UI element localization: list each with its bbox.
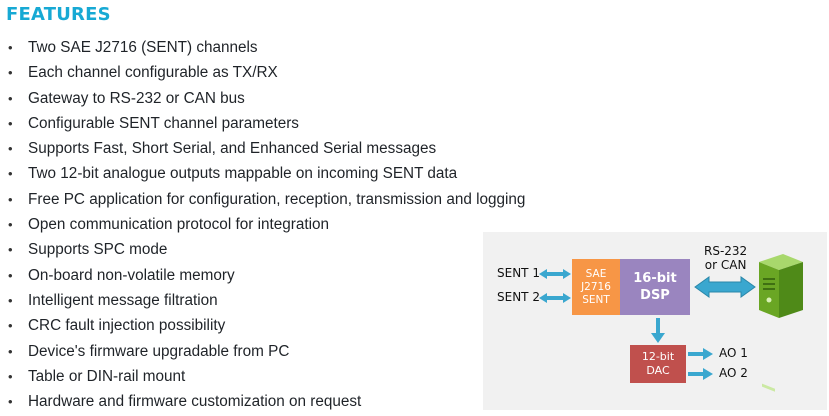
ao1-arrow-icon [688, 348, 713, 360]
list-item: • Intelligent message filtration [8, 288, 478, 313]
dsp-to-dac-arrow-icon [651, 318, 665, 343]
feature-text: Hardware and firmware customization on r… [28, 393, 362, 411]
ao2-label: AO 2 [719, 366, 748, 380]
feature-text: Free PC application for configuration, r… [28, 190, 526, 208]
list-item: • Two 12-bit analogue outputs mappable on… [8, 161, 478, 186]
bullet-icon: • [8, 343, 13, 359]
bullet-icon: • [8, 40, 13, 55]
bullet-icon: • [8, 191, 13, 207]
bullet-icon: • [8, 166, 13, 182]
list-item: • On-board non-volatile memory [8, 263, 478, 288]
list-item: • CRC fault injection possibility [8, 313, 478, 338]
rs232-can-label: RS-232 or CAN [704, 244, 747, 272]
bullet-icon: • [8, 318, 13, 334]
sae-j2716-block: SAE J2716 SENT [572, 259, 620, 315]
bullet-icon: • [8, 394, 13, 410]
features-list: • Two SAE J2716 (SENT) channels • Each cha… [8, 35, 525, 414]
feature-text: Configurable SENT channel parameters [28, 114, 299, 132]
bullet-icon: • [8, 368, 13, 384]
list-item: • Open communication protocol for integra… [8, 212, 478, 237]
sent2-arrow-icon [539, 293, 571, 303]
bullet-icon: • [8, 65, 13, 81]
feature-text: Supports SPC mode [28, 241, 168, 259]
ao2-arrow-icon [688, 368, 713, 380]
features-heading: FEATURES [6, 4, 111, 25]
feature-text: Device's firmware upgradable from PC [28, 342, 290, 360]
feature-text: Gateway to RS-232 or CAN bus [28, 89, 245, 107]
pc-computer-icon [759, 254, 803, 392]
list-item: • Device's firmware upgradable from PC [8, 339, 478, 364]
sent2-label: SENT 2 [497, 290, 540, 304]
bullet-icon: • [8, 292, 13, 308]
feature-text: CRC fault injection possibility [28, 317, 226, 335]
feature-text: Each channel configurable as TX/RX [28, 64, 278, 82]
list-item: • Free PC application for configuration, … [8, 187, 525, 212]
feature-text: Open communication protocol for integrat… [28, 216, 330, 234]
dsp-line-2: DSP [640, 288, 670, 303]
dsp-block: 16-bit DSP [620, 259, 690, 315]
bus-arrow-icon [694, 276, 756, 298]
sae-line-2: J2716 [581, 280, 611, 293]
rs232-line-1: RS-232 [704, 244, 748, 258]
bullet-icon: • [8, 141, 13, 157]
bullet-icon: • [8, 267, 13, 283]
feature-text: Intelligent message filtration [28, 291, 218, 309]
list-item: • Hardware and firmware customization on … [8, 389, 478, 414]
list-item: • Supports SPC mode [8, 237, 478, 262]
list-item: • Supports Fast, Short Serial, and Enhanc… [8, 136, 478, 161]
dac-block: 12-bit DAC [630, 345, 686, 383]
list-item: • Two SAE J2716 (SENT) channels [8, 35, 478, 60]
sae-line-1: SAE [585, 267, 607, 280]
sent1-label: SENT 1 [497, 266, 540, 280]
list-item: • Gateway to RS-232 or CAN bus [8, 86, 478, 111]
feature-text: On-board non-volatile memory [28, 266, 235, 284]
dac-line-2: DAC [646, 364, 670, 377]
sent1-arrow-icon [539, 269, 571, 279]
feature-text: Supports Fast, Short Serial, and Enhance… [28, 140, 437, 158]
bullet-icon: • [8, 90, 13, 106]
sae-line-3: SENT [582, 293, 610, 306]
feature-text: Table or DIN-rail mount [28, 367, 186, 385]
list-item: • Each channel configurable as TX/RX [8, 60, 478, 85]
diagram-graphics [539, 254, 803, 392]
rs232-line-2: or CAN [704, 258, 747, 272]
bullet-icon: • [8, 217, 13, 233]
bullet-icon: • [8, 242, 13, 258]
list-item: • Table or DIN-rail mount [8, 364, 478, 389]
bullet-icon: • [8, 115, 13, 131]
dac-line-1: 12-bit [641, 350, 675, 363]
ao1-label: AO 1 [719, 346, 748, 360]
list-item: • Configurable SENT channel parameters [8, 111, 478, 136]
feature-text: Two 12-bit analogue outputs mappable on … [28, 165, 458, 183]
block-diagram: SENT 1 SENT 2 SAE J2716 SENT 16-bit DSP … [483, 232, 827, 410]
dsp-line-1: 16-bit [633, 271, 677, 286]
feature-text: Two SAE J2716 (SENT) channels [28, 39, 258, 56]
